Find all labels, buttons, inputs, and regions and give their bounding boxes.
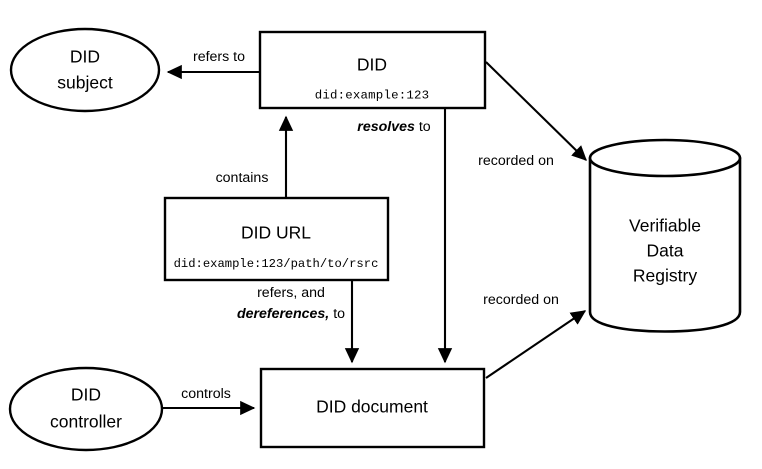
edge-refers-and-dereferences-to-label-line2: dereferences, to bbox=[237, 306, 345, 322]
edge-refers-to: refers to bbox=[166, 49, 260, 80]
verifiable-data-registry-label-line1: Verifiable bbox=[629, 216, 701, 236]
node-did-document: DID document bbox=[259, 367, 486, 449]
verifiable-data-registry-label-line2: Data bbox=[647, 241, 684, 261]
edge-controls-label: controls bbox=[181, 386, 231, 402]
edge-recorded-on-did-document-line bbox=[485, 310, 587, 379]
edge-resolves-to-label-rest: to bbox=[419, 119, 431, 135]
edge-recorded-on-did-document: recorded on bbox=[483, 292, 587, 379]
did-sublabel: did:example:123 bbox=[315, 88, 430, 102]
node-verifiable-data-registry: Verifiable Data Registry bbox=[588, 138, 742, 333]
node-did: DID did:example:123 bbox=[258, 30, 487, 110]
edge-recorded-on-did-label: recorded on bbox=[478, 153, 554, 169]
did-controller-shape bbox=[8, 366, 164, 452]
did-shape bbox=[258, 30, 487, 110]
edge-resolves-to-label: resolves to bbox=[357, 119, 430, 135]
did-controller-label-line2: controller bbox=[50, 412, 122, 432]
did-controller-label-line1: DID bbox=[71, 385, 101, 405]
verifiable-data-registry-label-line3: Registry bbox=[633, 266, 697, 286]
node-did-controller: DID controller bbox=[8, 366, 164, 452]
edge-controls: controls bbox=[163, 386, 256, 416]
node-did-subject: DID subject bbox=[9, 27, 161, 113]
verifiable-data-registry-body bbox=[588, 156, 742, 333]
did-url-shape bbox=[163, 196, 390, 282]
verifiable-data-registry-top bbox=[588, 138, 742, 178]
edge-resolves-to-label-emph: resolves bbox=[357, 119, 415, 135]
node-did-url: DID URL did:example:123/path/to/rsrc bbox=[163, 196, 390, 282]
edge-recorded-on-did-line bbox=[485, 61, 587, 161]
did-label: DID bbox=[357, 55, 387, 75]
did-url-label: DID URL bbox=[241, 223, 311, 243]
did-subject-label-line1: DID bbox=[70, 47, 100, 67]
edge-recorded-on-did: recorded on bbox=[478, 61, 587, 169]
edge-resolves-to: resolves to bbox=[357, 108, 453, 364]
edge-contains-label: contains bbox=[216, 170, 269, 186]
did-subject-label-line2: subject bbox=[57, 73, 113, 93]
edge-refers-and-dereferences-to: refers, and dereferences, to bbox=[237, 280, 360, 364]
edge-refers-and-dereferences-to-label-line1: refers, and bbox=[257, 285, 325, 301]
did-url-sublabel: did:example:123/path/to/rsrc bbox=[174, 257, 379, 271]
edge-refers-to-label: refers to bbox=[193, 49, 245, 65]
edge-contains: contains bbox=[216, 115, 294, 198]
edge-dereferences-emph: dereferences, bbox=[237, 306, 329, 322]
did-subject-shape bbox=[9, 27, 161, 113]
edge-dereferences-rest: to bbox=[333, 306, 345, 322]
did-document-shape bbox=[259, 367, 486, 449]
edge-recorded-on-did-document-label: recorded on bbox=[483, 292, 559, 308]
did-document-label: DID document bbox=[316, 397, 428, 417]
